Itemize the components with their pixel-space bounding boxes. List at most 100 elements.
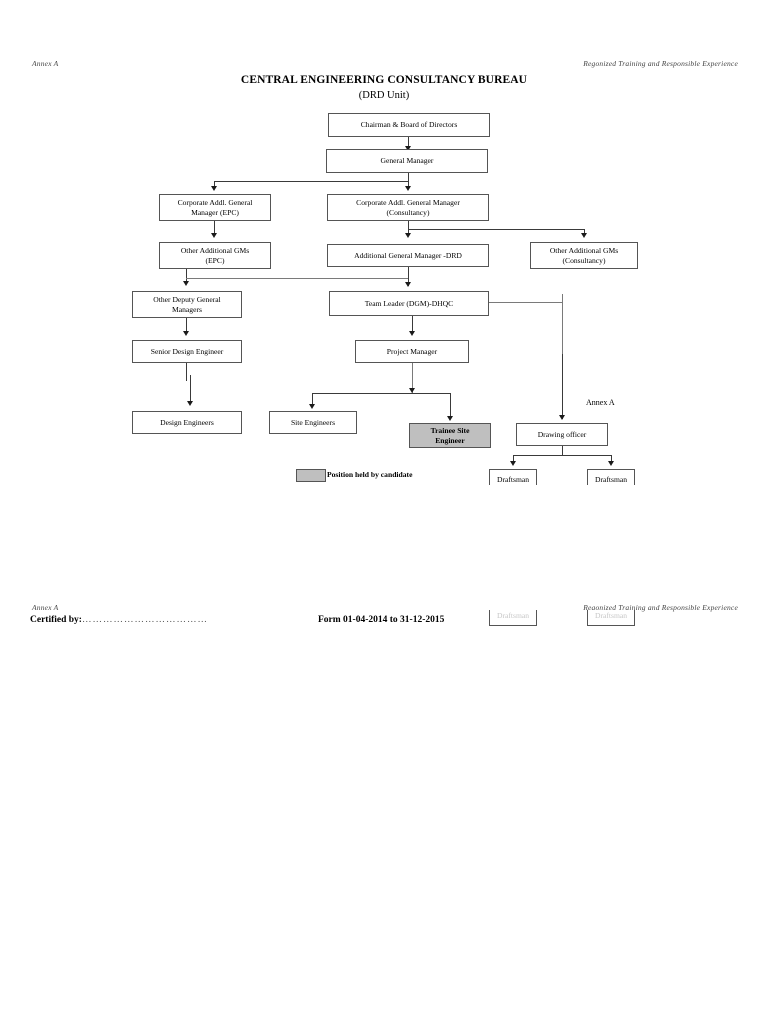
connector-cagmcons-right-drop <box>584 229 585 236</box>
arrowhead-chairman-gm <box>405 146 411 151</box>
org-node-other-additional-gms-epc: Other Additional GMs (EPC) <box>159 242 271 269</box>
connector-agmdrd-teamleader <box>408 267 409 286</box>
arrowhead-draftsman-2 <box>608 461 614 466</box>
connector-otherdgm-seniordesign <box>186 318 187 334</box>
connector-right-drop-upper <box>562 294 563 354</box>
page-title: CENTRAL ENGINEERING CONSULTANCY BUREAU <box>240 74 528 86</box>
connector-gm-bar <box>214 181 409 182</box>
org-node-draftsman-2: Draftsman <box>587 469 635 485</box>
arrowhead-other-dgm <box>183 281 189 286</box>
page-break-gap <box>0 486 768 590</box>
annex-mark: Annex A <box>586 398 615 407</box>
node-label-line2: Manager (EPC) <box>191 207 239 217</box>
node-label: General Manager <box>380 156 434 166</box>
node-label: Additional General Manager -DRD <box>354 250 462 260</box>
arrowhead-gm-epc <box>211 186 217 191</box>
connector-gm-left-drop <box>214 181 215 188</box>
node-label-line1: Other Deputy General <box>153 295 221 305</box>
org-node-draftsman-2-continued: Draftsman <box>587 610 635 626</box>
node-label-line2: Engineer <box>435 435 465 445</box>
certified-by: Certified by:……………………………… <box>30 615 208 625</box>
node-label-line1: Corporate Addl. General <box>177 198 253 208</box>
arrowhead-othergm-consultancy <box>581 233 587 238</box>
connector-projectmgr-bar <box>312 393 450 394</box>
connector-cagmcons-stem <box>408 221 409 229</box>
page-subtitle: (DRD Unit) <box>358 90 410 101</box>
node-label-line1: Corporate Addl. General Manager <box>356 198 460 208</box>
legend-swatch <box>296 469 326 482</box>
connector-trainee-drop <box>450 393 451 419</box>
connector-cagmcons-center-drop <box>408 229 409 236</box>
org-node-trainee-site-engineer: Trainee Site Engineer <box>409 423 491 448</box>
connector-siteeng-drop <box>312 393 313 407</box>
node-label-line1: Other Additional GMs <box>549 246 619 256</box>
org-node-corporate-agm-epc: Corporate Addl. General Manager (EPC) <box>159 194 271 221</box>
org-node-site-engineers: Site Engineers <box>269 411 357 434</box>
node-label-line1: Trainee Site <box>430 426 470 436</box>
node-label: Project Manager <box>386 346 438 356</box>
arrowhead-gm-consultancy <box>405 186 411 191</box>
arrowhead-projectmgr-bar <box>409 388 415 393</box>
running-head-right-page2: Regonized Training and Responsible Exper… <box>583 603 738 612</box>
node-label-line2: (EPC) <box>205 255 225 265</box>
org-node-other-deputy-general-managers: Other Deputy General Managers <box>132 291 242 318</box>
node-label-line2: Managers <box>172 304 202 314</box>
node-label-line2: (Consultancy) <box>562 255 606 265</box>
connector-teamleader-right <box>489 302 562 303</box>
arrowhead-othergm-epc <box>211 233 217 238</box>
arrowhead-trainee-site-engineer <box>447 416 453 421</box>
certified-by-label: Certified by: <box>30 615 82 625</box>
node-label: Senior Design Engineer <box>150 346 224 356</box>
certified-by-dots: ……………………………… <box>81 615 208 625</box>
connector-right-drop-lower <box>562 354 563 419</box>
connector-seniordesign-designeng <box>190 375 191 404</box>
node-label: Draftsman <box>496 611 530 620</box>
org-node-team-leader: Team Leader (DGM)-DHQC <box>329 291 489 316</box>
org-node-general-manager: General Manager <box>326 149 488 173</box>
org-node-drawing-officer: Drawing officer <box>516 423 608 446</box>
arrowhead-draftsman-1 <box>510 461 516 466</box>
connector-gm-right-drop <box>408 181 409 188</box>
arrowhead-agm-drd <box>405 233 411 238</box>
connector-othergmepc-otherdgm <box>186 269 187 283</box>
arrowhead-project-manager <box>409 331 415 336</box>
arrowhead-design-engineers <box>187 401 193 406</box>
connector-seniordesign-stem <box>186 363 187 381</box>
running-head-left-page2: Annex A <box>32 603 59 612</box>
org-node-additional-gm-drd: Additional General Manager -DRD <box>327 244 489 267</box>
node-label-line1: Other Additional GMs <box>180 246 250 256</box>
org-node-corporate-agm-consultancy: Corporate Addl. General Manager (Consult… <box>327 194 489 221</box>
connector-chairman-gm <box>408 137 409 148</box>
legend-label: Position held by candidate <box>327 470 413 479</box>
node-label: Draftsman <box>594 611 628 620</box>
connector-gm-stem <box>408 173 409 181</box>
node-label: Team Leader (DGM)-DHQC <box>364 298 454 308</box>
connector-projectmgr-stem <box>412 363 413 393</box>
org-node-draftsman-1-continued: Draftsman <box>489 610 537 626</box>
connector-drawingoff-bar <box>513 455 611 456</box>
org-node-senior-design-engineer: Senior Design Engineer <box>132 340 242 363</box>
node-label: Draftsman <box>594 474 628 484</box>
arrowhead-drawing-officer <box>559 415 565 420</box>
connector-draftsman2-drop <box>611 455 612 464</box>
connector-crosslink-epc-drd <box>186 278 408 279</box>
running-head-right: Regonized Training and Responsible Exper… <box>583 59 738 68</box>
node-label: Draftsman <box>496 474 530 484</box>
org-node-draftsman-1: Draftsman <box>489 469 537 485</box>
node-label: Design Engineers <box>160 417 214 427</box>
org-node-chairman: Chairman & Board of Directors <box>328 113 490 137</box>
connector-draftsman1-drop <box>513 455 514 464</box>
connector-drawingoff-stem <box>562 446 563 455</box>
node-label: Chairman & Board of Directors <box>360 120 458 130</box>
connector-teamleader-projectmgr <box>412 316 413 334</box>
connector-cagmcons-bar <box>408 229 584 230</box>
connector-cagmepc-othergmepc <box>214 221 215 236</box>
form-date-range: Form 01-04-2014 to 31-12-2015 <box>318 615 445 625</box>
org-node-project-manager: Project Manager <box>355 340 469 363</box>
node-label-line2: (Consultancy) <box>386 207 430 217</box>
org-node-design-engineers: Design Engineers <box>132 411 242 434</box>
arrowhead-senior-design-engineer <box>183 331 189 336</box>
node-label: Drawing officer <box>537 429 587 439</box>
arrowhead-site-engineers <box>309 404 315 409</box>
